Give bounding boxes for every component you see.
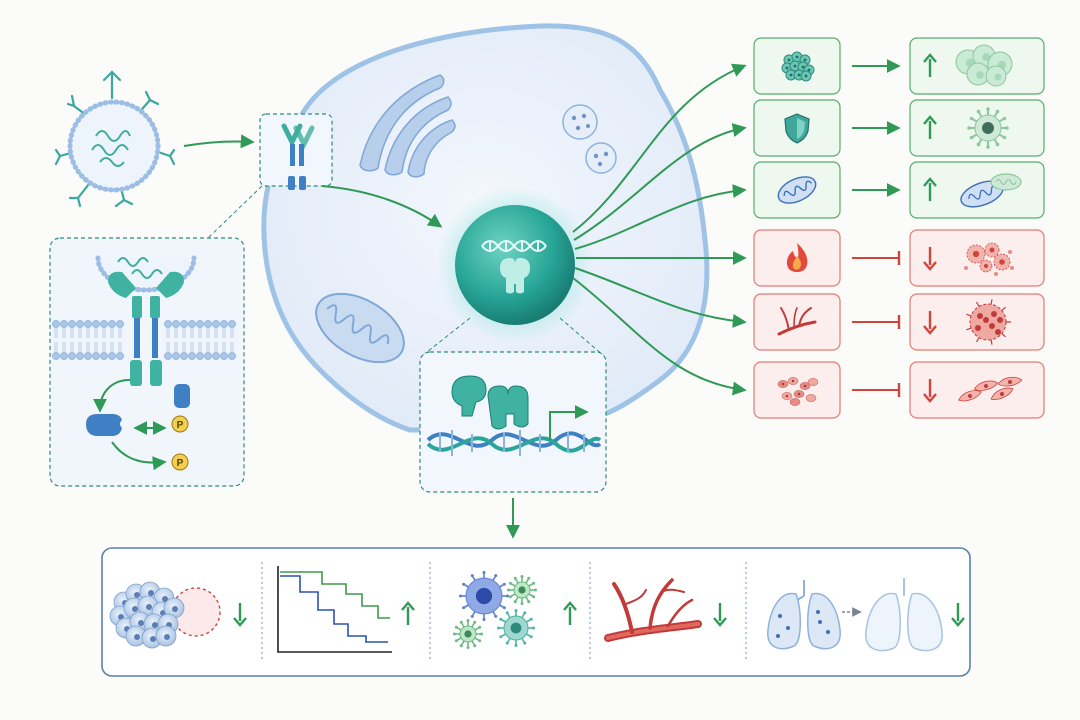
bottom-effect-arrows xyxy=(233,601,965,627)
down-arrow-icon xyxy=(923,311,937,335)
outcome-row xyxy=(753,293,1045,351)
membrane-bilayer xyxy=(52,320,236,360)
transcription-start-arrow xyxy=(549,405,589,440)
up-arrow-icon xyxy=(923,177,937,201)
outcome-result-box xyxy=(909,229,1045,287)
mitochondrion-icon xyxy=(315,292,405,364)
outcome-result-box xyxy=(909,361,1045,419)
proliferating-cells-icon xyxy=(955,44,1013,87)
survival-curve-icon xyxy=(277,566,392,653)
zoom-line xyxy=(421,317,471,357)
up-arrow-icon xyxy=(563,601,577,625)
up-arrow-icon xyxy=(923,115,937,139)
inhibit-arrow xyxy=(852,315,901,329)
outcome-input-box xyxy=(753,361,841,419)
entry-arrow xyxy=(183,134,255,149)
shield-icon xyxy=(784,113,810,144)
kinase-icon xyxy=(174,384,190,408)
therapeutic-outcomes-panel xyxy=(101,547,971,677)
immune-cell-icon xyxy=(967,107,1009,149)
up-arrow-icon xyxy=(923,53,937,77)
dna-helix-icon xyxy=(426,430,602,456)
lungs-icon xyxy=(767,580,841,650)
outcome-result-box xyxy=(909,37,1045,95)
tumor-mass-icon xyxy=(966,299,1011,345)
outcome-result-box xyxy=(909,99,1045,157)
damaged-cells-icon xyxy=(964,242,1014,276)
cell-cluster-icon xyxy=(781,51,815,82)
migrating-cells-icon xyxy=(958,376,1023,402)
phospho-badge: P xyxy=(171,415,189,433)
phospho-badge: P xyxy=(171,453,189,471)
scattered-cells-icon xyxy=(777,377,819,406)
outcome-row xyxy=(753,37,1045,95)
activation-arrow xyxy=(93,379,131,413)
outcome-input-box xyxy=(753,161,841,219)
down-arrow-icon xyxy=(923,379,937,403)
outcome-row xyxy=(753,99,1045,157)
substrate-protein-icon xyxy=(86,414,122,436)
virus-particle-icon xyxy=(54,70,176,208)
blood-vessel-icon xyxy=(604,578,702,642)
transcription-factor-icon xyxy=(500,258,530,294)
outcome-row xyxy=(753,229,1045,287)
flame-icon xyxy=(786,243,808,272)
outcome-result-box xyxy=(909,161,1045,219)
inhibit-arrow xyxy=(852,383,901,397)
mitochondrion-icon xyxy=(777,176,817,204)
receptor-zoom-box xyxy=(259,113,333,187)
outcome-row xyxy=(753,361,1045,419)
receptor-dimer-icon xyxy=(108,271,184,386)
signal-arrow xyxy=(321,185,443,228)
down-arrow-icon xyxy=(951,603,965,627)
mitochondria-pair-icon xyxy=(960,173,1022,208)
up-arrow-icon xyxy=(401,601,415,625)
outcome-input-box xyxy=(753,37,841,95)
immune-cells-icon xyxy=(453,571,537,649)
vesicle-icon xyxy=(562,104,598,140)
down-arrow-icon xyxy=(713,603,727,627)
outcome-row xyxy=(753,161,1045,219)
receptor-icon xyxy=(281,123,315,190)
inhibit-arrow xyxy=(852,251,901,265)
svg-text:P: P xyxy=(177,420,184,431)
outcome-result-box xyxy=(909,293,1045,351)
gene-zoom-box xyxy=(419,351,607,493)
zoom-line xyxy=(207,185,263,239)
healthy-lungs-icon xyxy=(865,578,943,652)
outcome-input-box xyxy=(753,293,841,351)
outcome-grid xyxy=(753,37,1045,419)
down-arrow-icon xyxy=(923,247,937,271)
effect-arrows xyxy=(572,63,747,396)
zoom-line xyxy=(559,317,605,357)
panel-divider xyxy=(261,562,747,662)
phosphorylation-arrow xyxy=(111,441,167,471)
outcome-input-box xyxy=(753,99,841,157)
golgi-apparatus-icon xyxy=(359,74,456,178)
tumor-cluster-icon xyxy=(109,581,221,649)
transcription-complex-icon xyxy=(451,375,529,430)
dna-icon xyxy=(481,240,547,252)
vessel-branch-icon xyxy=(777,307,817,336)
outcome-input-box xyxy=(753,229,841,287)
down-arrow-icon xyxy=(233,603,247,627)
vesicle-icon xyxy=(585,142,617,174)
svg-text:P: P xyxy=(177,458,184,469)
